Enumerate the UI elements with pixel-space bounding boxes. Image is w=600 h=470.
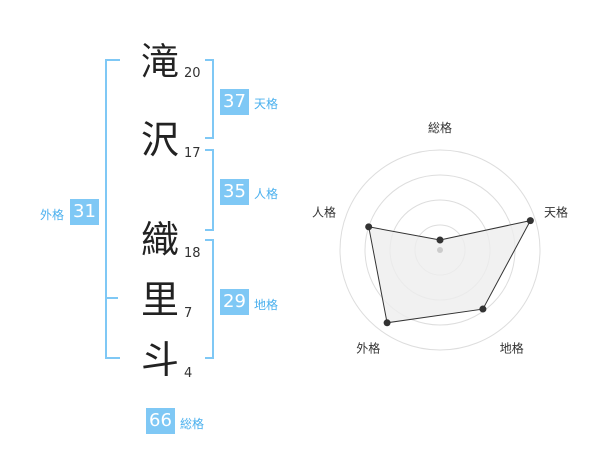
- stroke-count-1: 20: [184, 66, 201, 81]
- radar-axis-label-1: 総格: [428, 120, 452, 135]
- stroke-count-5: 4: [184, 366, 193, 381]
- tenkaku-bracket: [205, 59, 214, 139]
- gaikaku-value: 31: [70, 199, 99, 225]
- gaikaku-label: 外格: [40, 208, 65, 222]
- name-char-1: 滝: [140, 40, 179, 84]
- chikaku-value: 29: [220, 289, 249, 315]
- name-char-4: 里: [140, 278, 179, 322]
- radar-point-5: [365, 223, 373, 231]
- soukaku-value: 66: [146, 408, 175, 434]
- jinkaku-value: 35: [220, 179, 249, 205]
- chikaku-label: 地格: [254, 298, 279, 312]
- radar-point-4: [383, 319, 391, 327]
- stroke-count-4: 7: [184, 306, 193, 321]
- radar-center: [437, 247, 443, 253]
- radar-points: [365, 217, 534, 327]
- jinkaku-bracket: [205, 149, 214, 231]
- radar-point-3: [479, 305, 487, 313]
- radar-point-1: [436, 236, 444, 244]
- radar-area: [368, 219, 532, 324]
- radar-axis-label-2: 天格: [544, 204, 568, 219]
- tenkaku-value: 37: [220, 89, 249, 115]
- radar-point-2: [526, 217, 534, 225]
- radar-axis-label-5: 人格: [312, 204, 336, 219]
- chikaku-bracket: [205, 239, 214, 359]
- radar-axis-label-4: 外格: [356, 341, 380, 356]
- name-char-2: 沢: [140, 118, 179, 162]
- soukaku-label: 総格: [180, 417, 205, 431]
- gaikaku-bracket: [105, 59, 120, 359]
- stroke-count-2: 17: [184, 146, 201, 161]
- tenkaku-label: 天格: [254, 97, 279, 111]
- radar-ring-4: [339, 149, 541, 351]
- radar-axis-label-3: 地格: [500, 341, 524, 356]
- name-char-3: 織: [140, 218, 179, 262]
- jinkaku-label: 人格: [254, 187, 279, 201]
- stroke-count-3: 18: [184, 246, 201, 261]
- name-char-5: 斗: [140, 338, 179, 382]
